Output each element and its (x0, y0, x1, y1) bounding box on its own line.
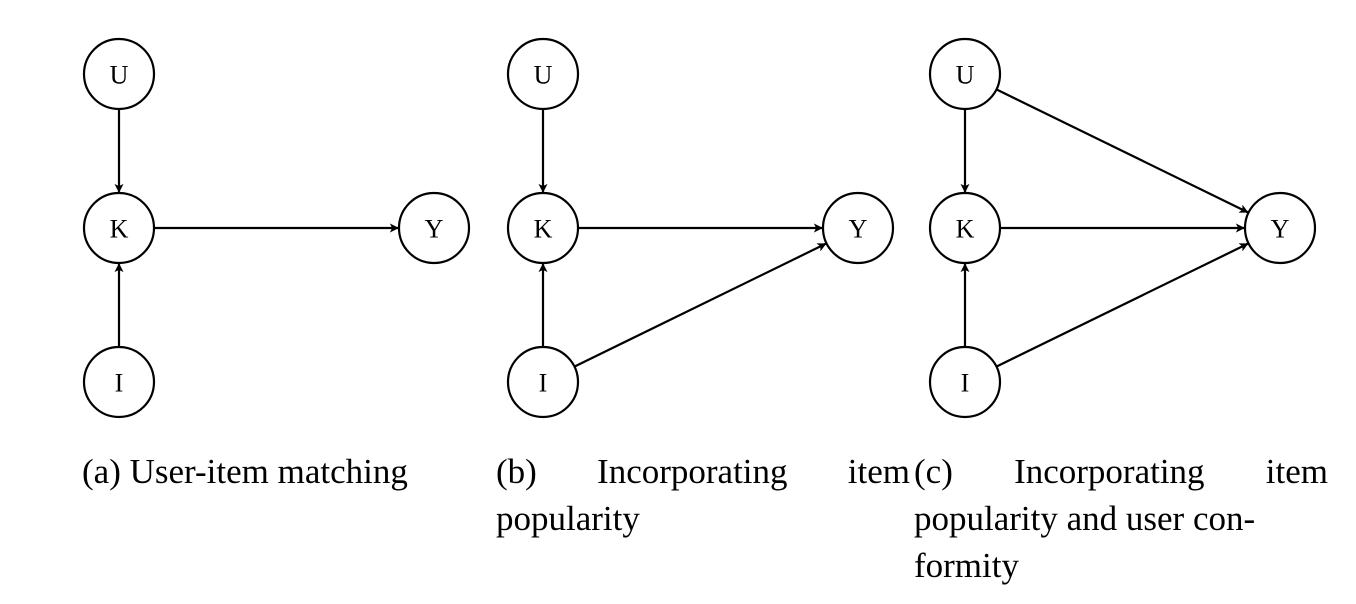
node-c-I-circle (928, 345, 1002, 419)
node-a-I-circle (82, 345, 156, 419)
node-b-U-circle (506, 37, 580, 111)
node-c-U-circle (928, 37, 1002, 111)
node-c-K-circle (928, 191, 1002, 265)
node-b-U-label: U (534, 61, 553, 90)
node-a-Y: Y (397, 191, 471, 265)
node-a-U-circle (82, 37, 156, 111)
node-c-U: U (928, 37, 1002, 111)
causal-graph-figure: U K I Y U K I Y U K I Y (82, 37, 1317, 419)
node-b-Y-label: Y (849, 215, 868, 244)
node-a-Y-circle (397, 191, 471, 265)
node-b-K-label: K (534, 215, 553, 244)
caption-c-word-2: item (1265, 452, 1328, 491)
caption-c-word-1: Incorporating (1014, 452, 1205, 491)
node-a-K: K (82, 191, 156, 265)
caption-b-tag: (b) (496, 452, 537, 491)
caption-a-tag: (a) (82, 452, 121, 491)
node-c-U-label: U (956, 61, 975, 90)
node-a-U-label: U (110, 61, 129, 90)
caption-c: (c) Incorporating item popularity and us… (914, 448, 1328, 589)
node-a-Y-label: Y (425, 215, 444, 244)
node-b-I-label: I (539, 369, 548, 398)
node-b-Y-circle (821, 191, 895, 265)
node-c-K-label: K (956, 215, 975, 244)
caption-b-word-2: item (847, 452, 910, 491)
node-a-K-circle (82, 191, 156, 265)
node-b-I-circle (506, 345, 580, 419)
caption-a-line-1: (a) User-item matching (82, 448, 480, 495)
edge-c-U-to-Y (995, 88, 1249, 214)
node-a-K-label: K (110, 215, 129, 244)
edge-c-I-to-Y (995, 242, 1249, 368)
nodes-layer: U K I Y U K I Y U K I Y (82, 37, 1317, 419)
edge-b-I-to-Y (573, 242, 827, 368)
node-b-I: I (506, 345, 580, 419)
node-b-K: K (506, 191, 580, 265)
caption-b-line-1: (b) Incorporating item (496, 448, 910, 495)
node-c-Y-circle (1243, 191, 1317, 265)
node-c-Y: Y (1243, 191, 1317, 265)
node-c-K: K (928, 191, 1002, 265)
caption-c-tag: (c) (914, 452, 953, 491)
node-a-I: I (82, 345, 156, 419)
caption-c-line-1: (c) Incorporating item (914, 448, 1328, 495)
node-b-K-circle (506, 191, 580, 265)
caption-c-line-3: formity (914, 546, 1019, 585)
node-c-I: I (928, 345, 1002, 419)
node-b-Y: Y (821, 191, 895, 265)
caption-a-text: User-item matching (129, 452, 408, 491)
caption-b: (b) Incorporating item popularity (496, 448, 910, 542)
node-a-I-label: I (115, 369, 124, 398)
caption-c-line-2: popularity and user con- (914, 499, 1256, 538)
node-b-U: U (506, 37, 580, 111)
node-c-I-label: I (961, 369, 970, 398)
edges-layer (114, 88, 1249, 368)
caption-b-line-2: popularity (496, 499, 640, 538)
caption-b-word-1: Incorporating (597, 452, 788, 491)
node-a-U: U (82, 37, 156, 111)
caption-a: (a) User-item matching (82, 448, 480, 495)
node-c-Y-label: Y (1271, 215, 1290, 244)
